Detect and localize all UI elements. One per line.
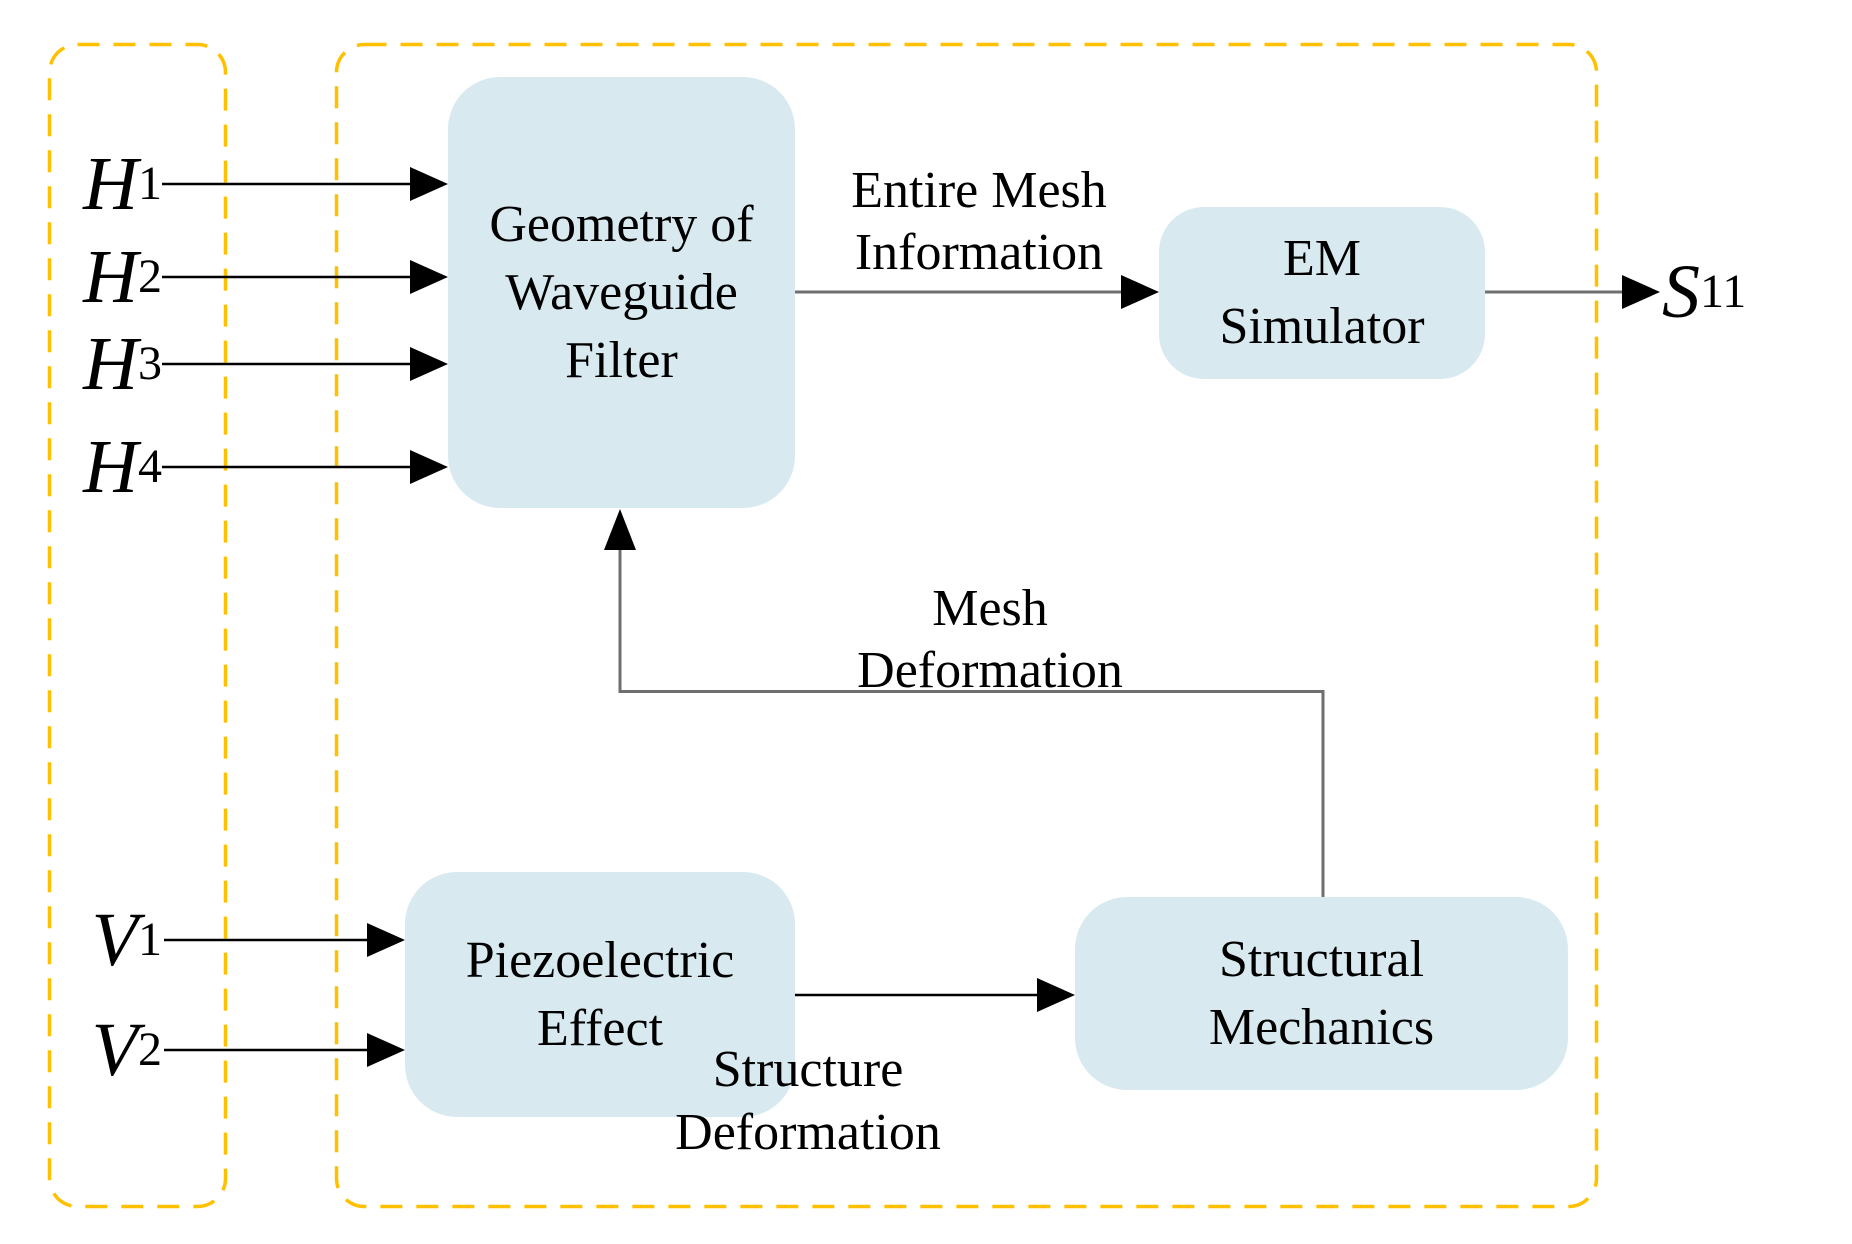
- arrowhead-s11: [1622, 275, 1660, 309]
- piezoelectric-block-label: Piezoelectric: [465, 931, 735, 989]
- arrowhead-h1: [410, 167, 448, 201]
- geometry-block: Geometry of Waveguide Filter: [448, 77, 795, 508]
- arrowhead-mesh-deformation: [604, 509, 636, 550]
- arrowhead-h3: [410, 347, 448, 381]
- simulation-group-dashed-box: [334, 42, 1599, 1209]
- arrowhead-h4: [410, 450, 448, 484]
- arrowhead-h2: [410, 260, 448, 294]
- em-simulator-block: EM Simulator: [1159, 207, 1485, 379]
- piezoelectric-block: Piezoelectric Effect: [405, 872, 795, 1117]
- structural-mechanics-block: Structural Mechanics: [1075, 897, 1568, 1090]
- arrowhead-v1: [367, 923, 405, 957]
- mesh-deformation-label: Mesh Deformation: [857, 580, 1123, 699]
- arrowhead-mesh-info: [1121, 275, 1159, 309]
- inputs-group-dashed-box: [47, 42, 228, 1209]
- mesh-deformation-connector: [618, 546, 1325, 897]
- em-simulator-block-label: EM: [1283, 230, 1361, 287]
- geometry-block-label: Geometry of: [489, 195, 754, 253]
- entire-mesh-information-label: Entire Mesh Information: [851, 162, 1107, 281]
- structural-mechanics-block-label: Structural: [1218, 930, 1425, 988]
- structure-deformation-label: Structure Deformation: [675, 1041, 941, 1161]
- arrowhead-structure-deformation: [1037, 978, 1075, 1012]
- arrowhead-v2: [367, 1033, 405, 1067]
